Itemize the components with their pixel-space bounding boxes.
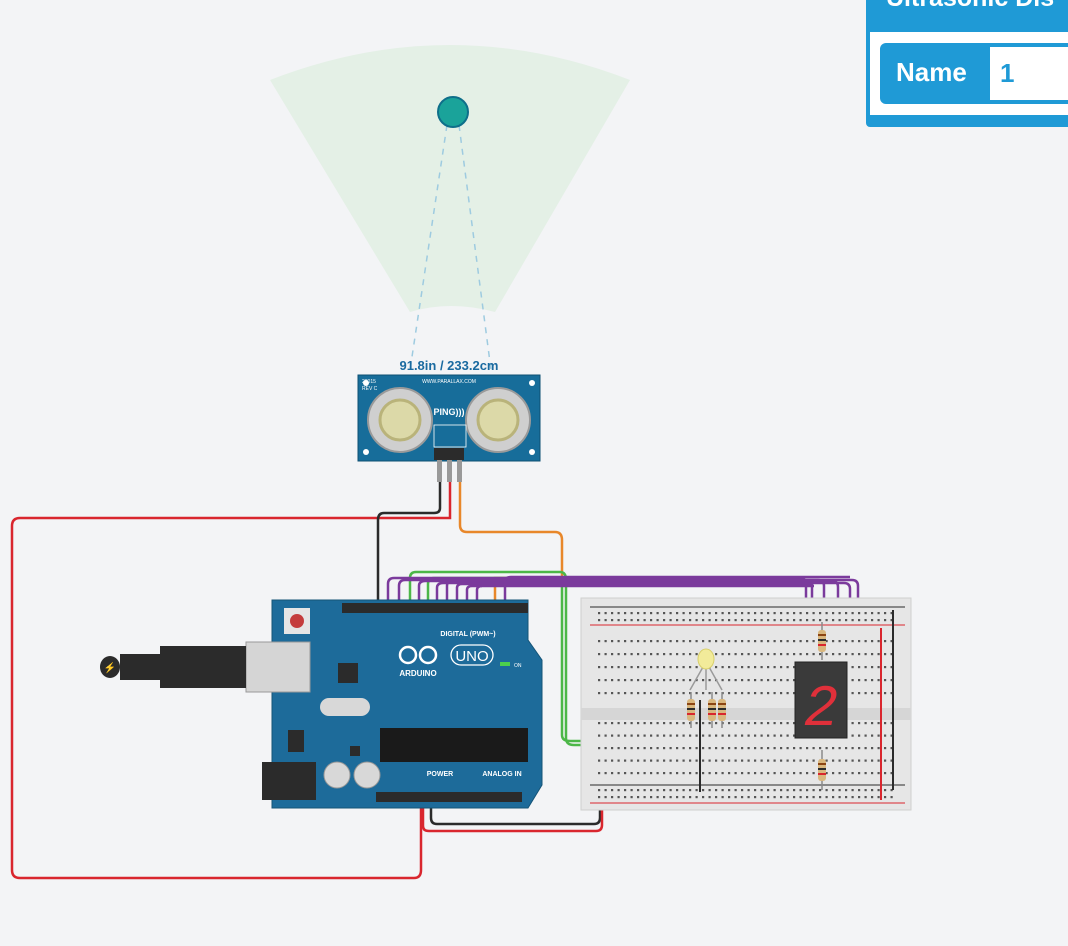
target-object[interactable]: [437, 96, 469, 128]
led-yellow[interactable]: [689, 648, 723, 691]
resistor[interactable]: [687, 692, 695, 728]
svg-text:⚡: ⚡: [104, 661, 116, 674]
name-label: Name: [896, 57, 967, 87]
seven-segment-display[interactable]: 2: [794, 661, 848, 743]
on-label: ON: [514, 663, 522, 669]
breadboard[interactable]: [580, 597, 912, 811]
wire-purple[interactable]: [445, 578, 860, 742]
panel-title: Ultrasonic Dis: [886, 0, 1054, 13]
arduino-brand: ARDUINO: [399, 669, 436, 678]
sensor-brand: PING))): [434, 407, 465, 417]
resistor[interactable]: [818, 622, 826, 660]
power-label: POWER: [427, 771, 453, 778]
sensor-website: WWW.PARALLAX.COM: [422, 379, 476, 385]
wire-red-rail[interactable]: [421, 800, 604, 833]
name-row: Name 1: [880, 43, 1068, 104]
wire-purple[interactable]: [475, 584, 483, 605]
sensor-model: 28015: [362, 379, 376, 385]
wire-red-5v[interactable]: [10, 480, 452, 880]
wire-purple[interactable]: [465, 584, 814, 605]
resistor[interactable]: [818, 750, 826, 790]
wire-purple[interactable]: [455, 582, 814, 665]
analog-label: ANALOG IN: [482, 771, 521, 778]
wire-purple[interactable]: [503, 575, 850, 605]
beam-line: [409, 124, 448, 371]
wire-black-gnd[interactable]: [376, 480, 442, 605]
sensor-rev: REV C: [362, 386, 378, 392]
seven-seg-digit: 2: [804, 678, 839, 743]
arduino-model: UNO: [455, 648, 488, 665]
wire-black-rail[interactable]: [429, 790, 602, 826]
arduino-uno[interactable]: ⚡ ARDUINO UNO DIGITAL (PWM~) POWER ANALO…: [100, 599, 543, 809]
resistor[interactable]: [718, 692, 726, 728]
name-input[interactable]: 1: [990, 47, 1068, 100]
beam-line: [458, 124, 492, 371]
wire-green[interactable]: [408, 570, 722, 747]
component-properties-panel: Ultrasonic Dis Name 1: [866, 0, 1068, 127]
resistor[interactable]: [708, 692, 716, 728]
sensor-detection-cone: [270, 45, 630, 312]
digital-label: DIGITAL (PWM~): [440, 631, 495, 638]
wire-orange-sig[interactable]: [458, 480, 564, 605]
ping-ultrasonic-sensor[interactable]: 91.8in / 233.2cm 28015 REV C WWW.PARALLA…: [357, 358, 541, 482]
panel-body: Name 1: [870, 32, 1068, 115]
distance-readout: 91.8in / 233.2cm: [399, 358, 498, 373]
